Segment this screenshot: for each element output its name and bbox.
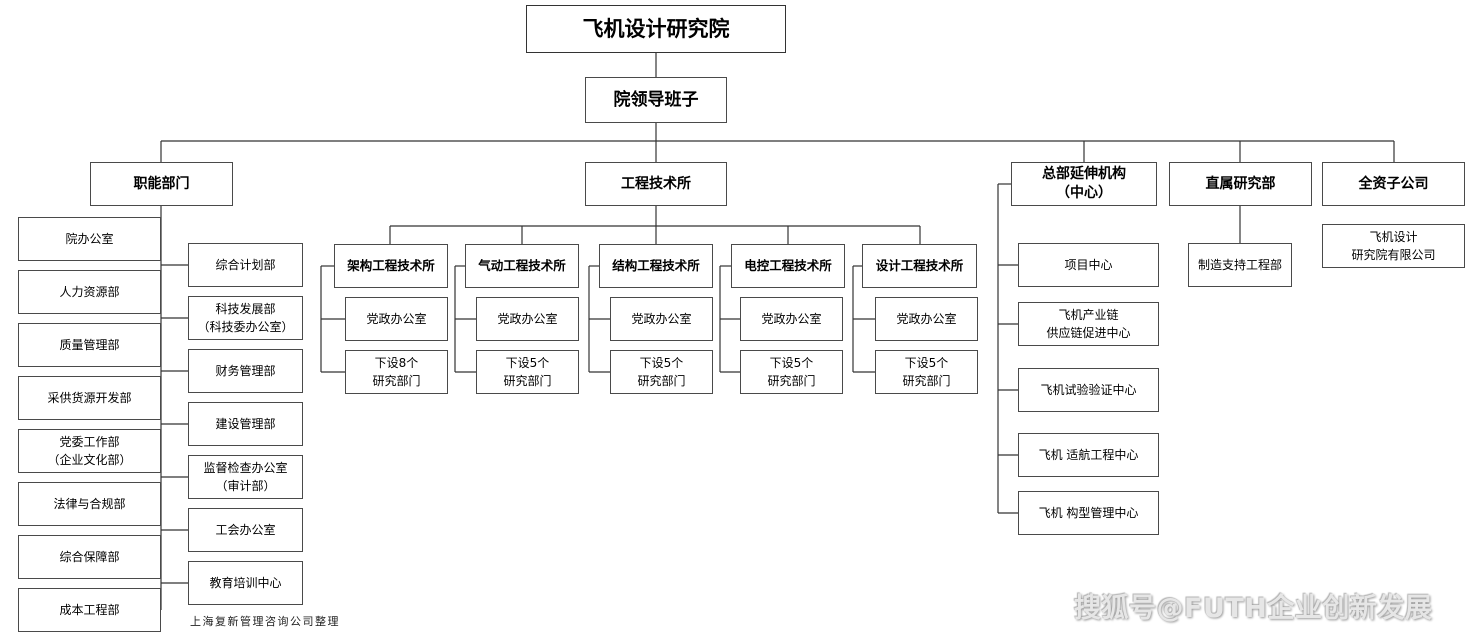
extension-header: 总部延伸机构 （中心）: [1011, 162, 1157, 206]
dept-box: 院办公室: [18, 217, 161, 261]
office-box: 党政办公室: [610, 297, 713, 341]
sub-dept-box: 下设5个 研究部门: [610, 350, 713, 394]
center-box: 飞机 适航工程中心: [1018, 433, 1159, 477]
org-root-title: 飞机设计研究院: [526, 5, 786, 53]
institute-box: 电控工程技术所: [731, 244, 845, 288]
dept-box: 党委工作部 （企业文化部）: [18, 429, 161, 473]
dept-box: 综合保障部: [18, 535, 161, 579]
center-box: 飞机试验验证中心: [1018, 368, 1159, 412]
sub-dept-box: 下设5个 研究部门: [476, 350, 579, 394]
dept-box: 综合计划部: [188, 243, 303, 287]
dept-box: 建设管理部: [188, 402, 303, 446]
watermark-text: 搜狐号@FUTH企业创新发展: [1074, 593, 1433, 624]
sub-dept-box: 下设5个 研究部门: [875, 350, 978, 394]
dept-box: 工会办公室: [188, 508, 303, 552]
dept-box: 质量管理部: [18, 323, 161, 367]
credit-text: 上海复新管理咨询公司整理: [190, 615, 340, 628]
dept-box: 教育培训中心: [188, 561, 303, 605]
dept-box: 科技发展部 （科技委办公室）: [188, 296, 303, 340]
office-box: 党政办公室: [476, 297, 579, 341]
leadership-box: 院领导班子: [585, 77, 727, 123]
center-box: 飞机 构型管理中心: [1018, 491, 1159, 535]
dept-box: 采供货源开发部: [18, 376, 161, 420]
institute-box: 气动工程技术所: [465, 244, 579, 288]
direct-dept-box: 制造支持工程部: [1188, 243, 1292, 287]
engineering-header: 工程技术所: [585, 162, 727, 206]
dept-box: 财务管理部: [188, 349, 303, 393]
institute-box: 结构工程技术所: [599, 244, 713, 288]
center-box: 项目中心: [1018, 243, 1159, 287]
institute-box: 架构工程技术所: [334, 244, 448, 288]
center-box: 飞机产业链 供应链促进中心: [1018, 302, 1159, 346]
dept-box: 监督检查办公室 （审计部）: [188, 455, 303, 499]
dept-box: 法律与合规部: [18, 482, 161, 526]
subsidiary-company-box: 飞机设计 研究院有限公司: [1322, 224, 1465, 268]
direct-research-header: 直属研究部: [1169, 162, 1312, 206]
dept-box: 人力资源部: [18, 270, 161, 314]
institute-box: 设计工程技术所: [862, 244, 977, 288]
sub-dept-box: 下设5个 研究部门: [740, 350, 843, 394]
sub-dept-box: 下设8个 研究部门: [345, 350, 448, 394]
dept-box: 成本工程部: [18, 588, 161, 632]
functional-dept-header: 职能部门: [90, 162, 233, 206]
office-box: 党政办公室: [740, 297, 843, 341]
subsidiary-header: 全资子公司: [1322, 162, 1465, 206]
office-box: 党政办公室: [345, 297, 448, 341]
office-box: 党政办公室: [875, 297, 978, 341]
